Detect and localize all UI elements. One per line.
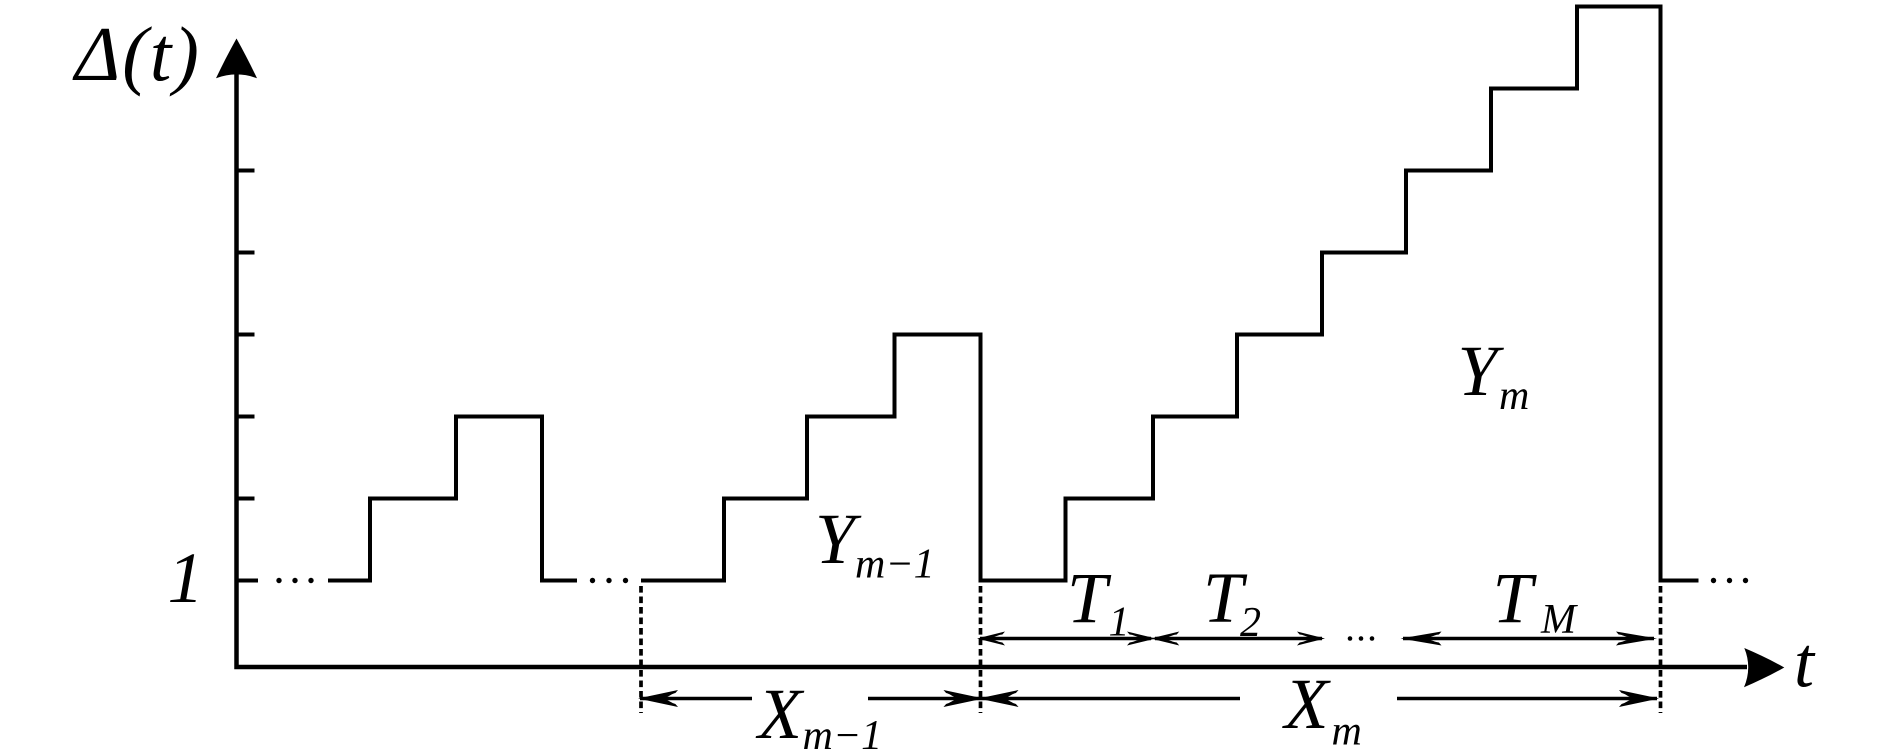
svg-text:Y: Y [815, 499, 862, 579]
svg-text:1: 1 [168, 538, 204, 618]
svg-text:T: T [1067, 558, 1112, 638]
svg-text:2: 2 [1240, 600, 1261, 646]
svg-text:T: T [1203, 558, 1248, 638]
svg-text:T: T [1493, 558, 1538, 638]
svg-text:M: M [1540, 597, 1578, 643]
svg-text:m: m [1332, 709, 1362, 751]
svg-text:Y: Y [1458, 331, 1505, 411]
svg-text:X: X [755, 674, 805, 751]
svg-text:m: m [1499, 373, 1529, 419]
svg-text:Δ(t): Δ(t) [72, 11, 201, 97]
svg-text:t: t [1794, 623, 1816, 703]
svg-text:m−1: m−1 [803, 713, 883, 751]
svg-text:1: 1 [1109, 600, 1130, 646]
svg-text:m−1: m−1 [855, 542, 935, 588]
svg-text:X: X [1282, 664, 1332, 744]
